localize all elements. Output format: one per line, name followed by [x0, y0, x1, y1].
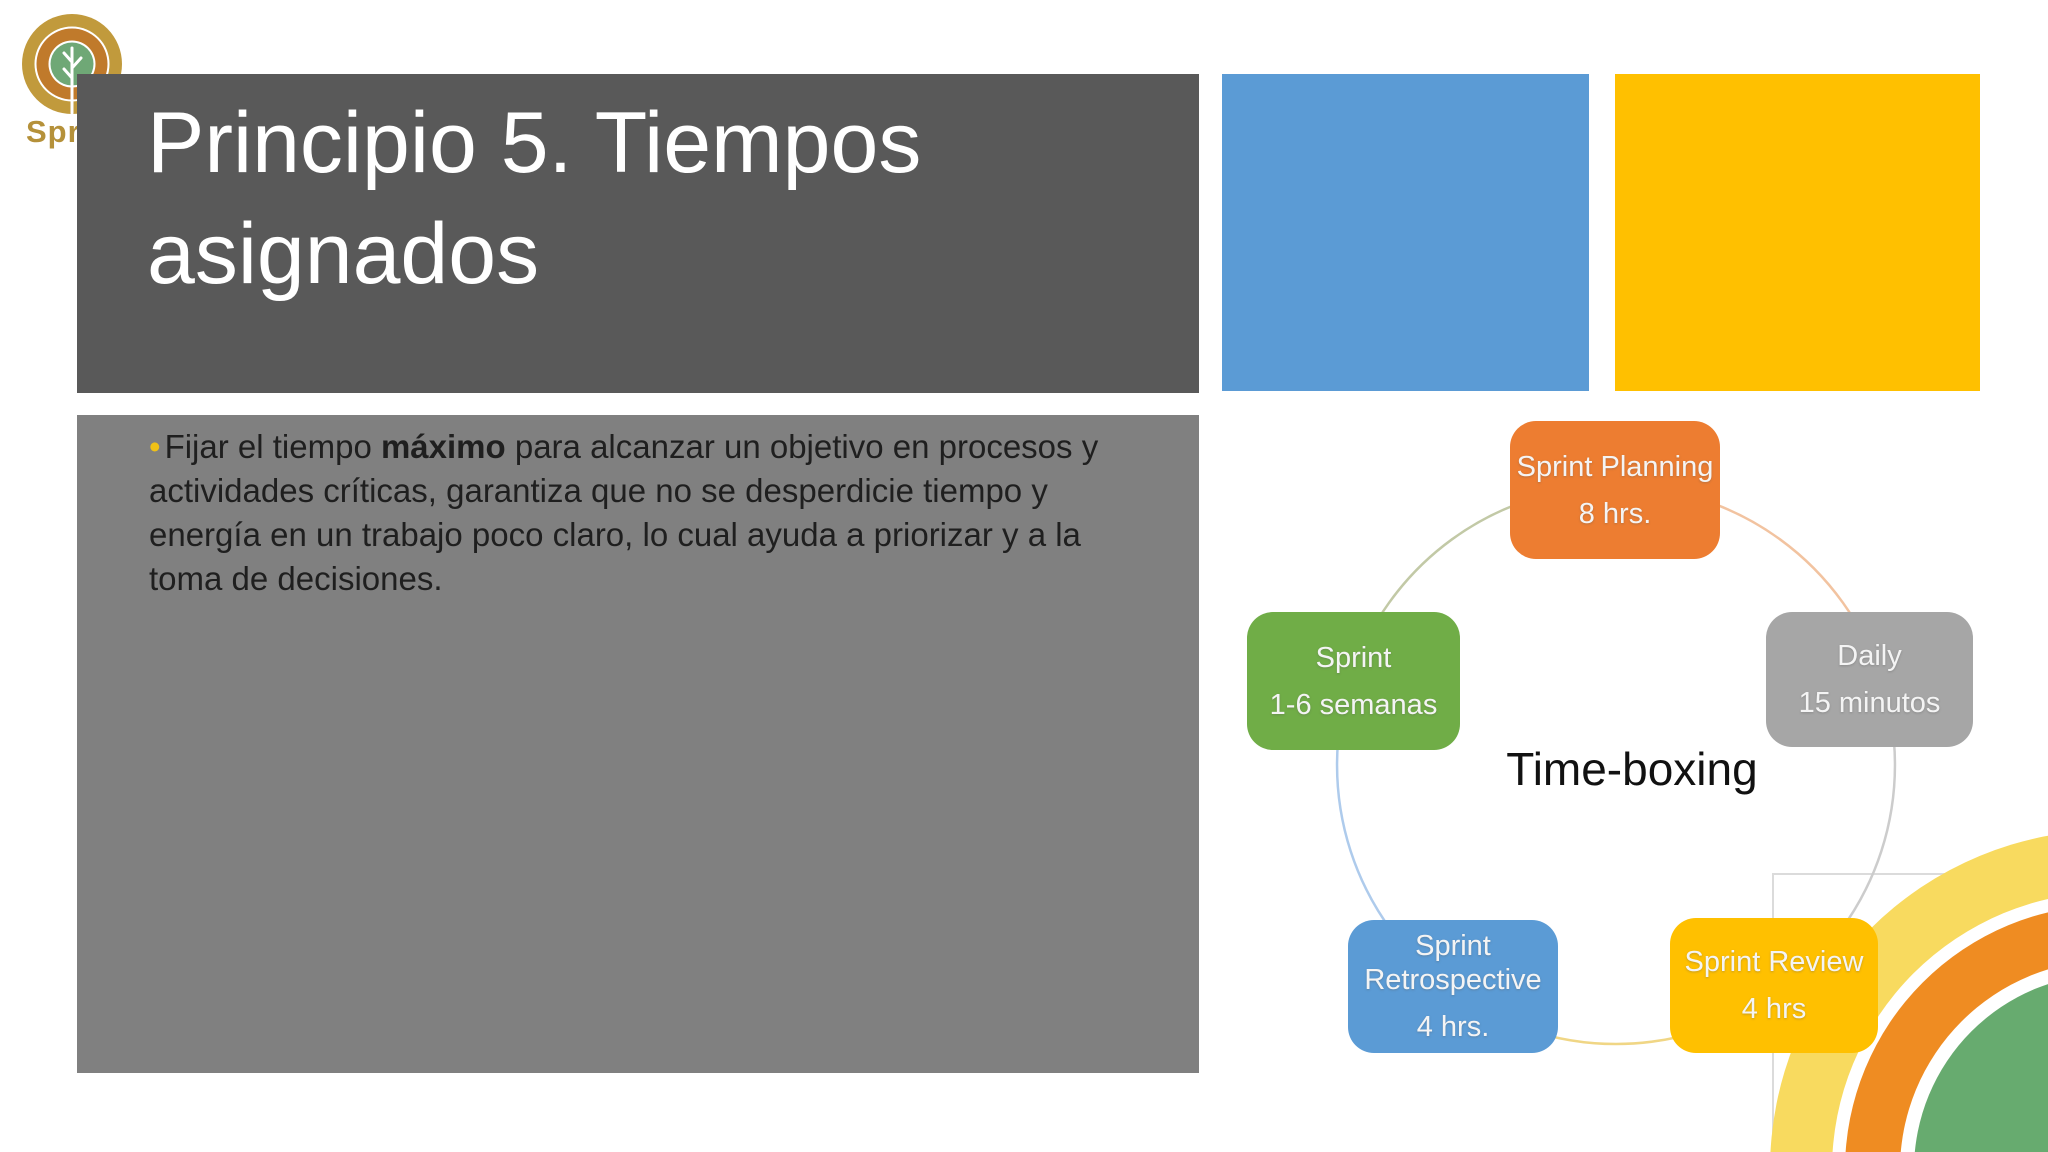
diagram-node-sprint-retrospective: Sprint Retrospective 4 hrs. — [1348, 920, 1558, 1053]
decorative-rectangle-blue — [1222, 74, 1589, 391]
body-text-bold: máximo — [380, 428, 506, 465]
node-duration: 8 hrs. — [1578, 497, 1652, 530]
body-box: •Fijar el tiempo máximo para alcanzar un… — [77, 415, 1199, 1073]
node-label: Daily — [1837, 640, 1902, 672]
diagram-node-daily: Daily 15 minutos — [1766, 612, 1973, 747]
page-title: Principio 5. Tiempos asignados — [147, 95, 922, 302]
tree-icon — [62, 46, 83, 115]
node-label: Sprint — [1315, 641, 1392, 674]
diagram-node-sprint: Sprint 1-6 semanas — [1247, 612, 1460, 750]
body-text-segment: Fijar el tiempo — [164, 428, 381, 465]
node-duration: 4 hrs — [1741, 993, 1807, 1025]
decorative-rectangle-yellow — [1615, 74, 1980, 391]
diagram-node-sprint-review: Sprint Review 4 hrs — [1670, 918, 1878, 1053]
node-duration: 4 hrs. — [1416, 1011, 1490, 1043]
node-label: Sprint Planning — [1516, 450, 1714, 483]
node-label: Sprint Retrospective — [1364, 930, 1542, 996]
bullet-marker: • — [149, 428, 161, 465]
node-duration: 15 minutos — [1798, 687, 1941, 719]
body-paragraph: •Fijar el tiempo máximo para alcanzar un… — [149, 425, 1109, 601]
diagram-center-label: Time-boxing — [1506, 743, 1758, 795]
body-text-segment: para alcanzar un objetivo en procesos y … — [149, 428, 1099, 597]
node-label: Sprint Review — [1684, 946, 1864, 978]
diagram-node-sprint-planning: Sprint Planning 8 hrs. — [1510, 421, 1720, 559]
title-box: Principio 5. Tiempos asignados — [77, 74, 1199, 393]
node-duration: 1-6 semanas — [1269, 688, 1438, 721]
